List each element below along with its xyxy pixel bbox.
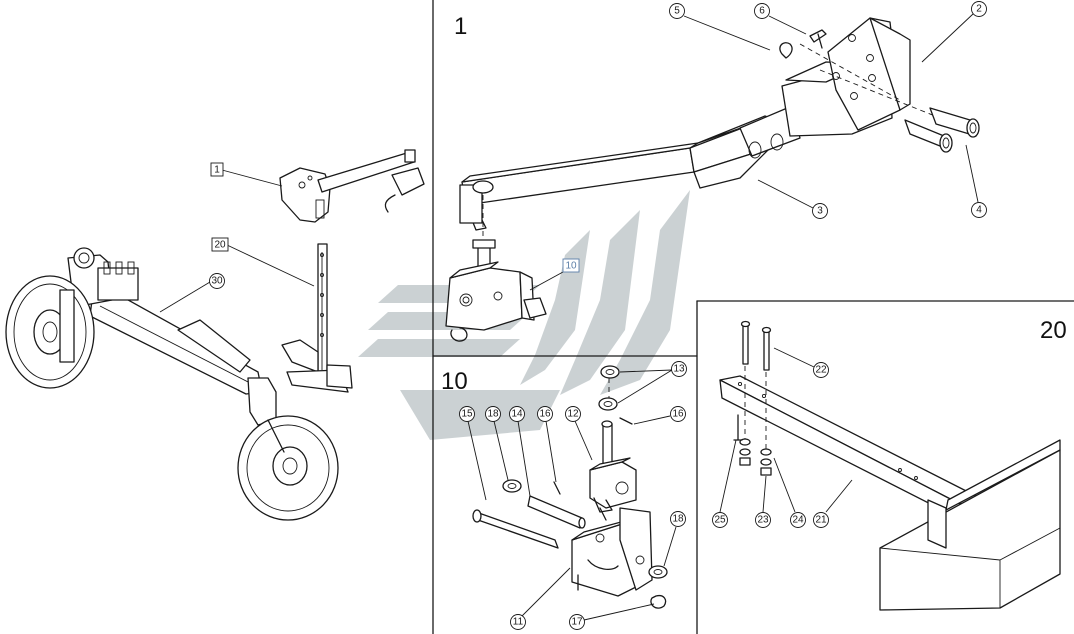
hitch-arm-tube — [459, 105, 801, 240]
hitch-clip-and-pin — [779, 29, 827, 59]
callout-3: 3 — [757, 179, 828, 219]
svg-text:5: 5 — [674, 6, 680, 17]
callout-18a: 18 — [485, 406, 509, 481]
svg-text:12: 12 — [567, 409, 579, 420]
svg-text:21: 21 — [815, 515, 827, 526]
callout-13: 13 — [617, 361, 687, 404]
callout-25: 25 — [712, 439, 737, 528]
overview-axle-assembly — [5, 247, 339, 521]
callout-14: 14 — [509, 406, 531, 497]
callout-4: 4 — [965, 144, 987, 218]
callout-11: 11 — [510, 567, 571, 630]
svg-text:4: 4 — [976, 205, 982, 216]
shank-beam — [719, 366, 983, 521]
pivot-bracket — [571, 507, 653, 597]
svg-text:23: 23 — [757, 515, 769, 526]
svg-text:16: 16 — [672, 409, 684, 420]
hitch-pivot-block — [445, 239, 547, 342]
callout-5: 5 — [669, 3, 771, 51]
overview-label-1: 1 — [210, 162, 283, 187]
svg-text:30: 30 — [211, 276, 223, 287]
svg-text:25: 25 — [714, 515, 726, 526]
shank-bolts — [740, 320, 772, 371]
overview-label-20: 20 — [211, 237, 315, 287]
callout-6: 6 — [754, 3, 807, 35]
callout-21: 21 — [813, 479, 853, 528]
section-number-20: 20 — [1040, 317, 1067, 344]
callout-10-subassembly: 10 — [529, 258, 580, 291]
svg-text:2: 2 — [976, 4, 982, 15]
hitch-bracket — [781, 17, 941, 137]
svg-text:18: 18 — [487, 409, 499, 420]
section-number-10: 10 — [441, 368, 468, 395]
watermark-logo — [358, 190, 690, 440]
shank-foot — [879, 439, 1061, 611]
overview-shank — [281, 243, 353, 393]
callout-15: 15 — [459, 406, 487, 501]
svg-text:20: 20 — [214, 240, 226, 251]
shank-nuts-washers — [733, 414, 772, 476]
callout-12: 12 — [565, 406, 593, 461]
hitch-pins — [904, 107, 980, 153]
callout-24: 24 — [773, 457, 806, 528]
svg-text:18: 18 — [672, 514, 684, 525]
svg-text:6: 6 — [759, 6, 765, 17]
svg-text:11: 11 — [513, 617, 524, 628]
svg-text:10: 10 — [565, 261, 577, 272]
svg-text:14: 14 — [511, 409, 523, 420]
callout-17: 17 — [569, 603, 655, 630]
callout-18b: 18 — [663, 511, 686, 567]
svg-text:3: 3 — [817, 206, 823, 217]
callout-22: 22 — [773, 347, 829, 378]
svg-text:22: 22 — [815, 365, 827, 376]
callout-2: 2 — [921, 1, 987, 63]
callout-16a: 16 — [537, 406, 557, 483]
pivot-spindle — [589, 420, 637, 513]
svg-text:24: 24 — [792, 515, 804, 526]
svg-text:15: 15 — [461, 409, 473, 420]
svg-text:13: 13 — [673, 364, 685, 375]
callout-23: 23 — [755, 475, 771, 528]
svg-text:16: 16 — [539, 409, 551, 420]
overview-hitch-assembly — [279, 149, 425, 223]
pivot-washers — [598, 365, 620, 411]
overview-label-30: 30 — [159, 273, 225, 313]
panel-borders — [432, 0, 1074, 634]
svg-text:1: 1 — [214, 165, 220, 176]
svg-text:17: 17 — [571, 617, 583, 628]
callout-16b: 16 — [633, 406, 686, 425]
section-number-1: 1 — [454, 13, 467, 40]
pivot-axle-pin — [472, 417, 668, 609]
